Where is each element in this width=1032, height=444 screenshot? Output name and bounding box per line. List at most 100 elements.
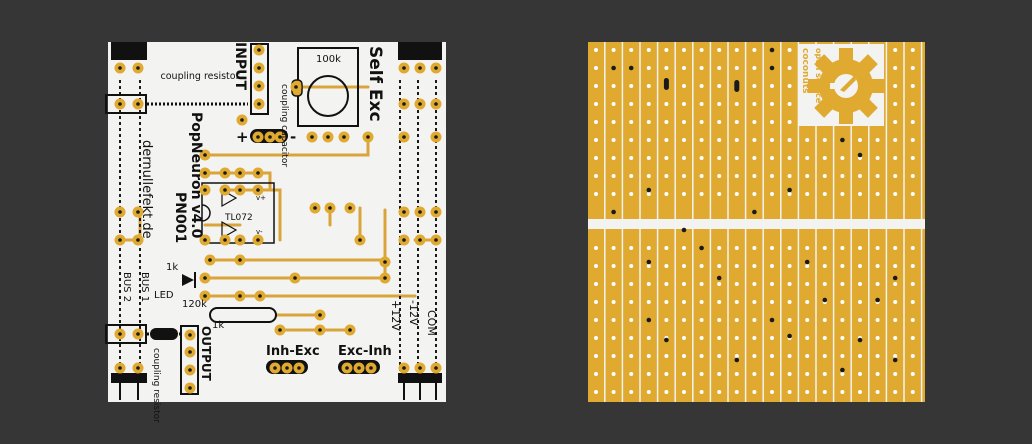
strip-hole bbox=[787, 354, 792, 358]
strip-hole bbox=[594, 264, 598, 268]
strip-hole bbox=[787, 318, 792, 322]
pad-drill bbox=[402, 135, 406, 139]
strip-hole bbox=[664, 138, 669, 142]
pad-drill bbox=[402, 210, 406, 214]
strip-hole bbox=[787, 174, 792, 178]
strip-hole bbox=[611, 390, 616, 394]
strip-hole bbox=[629, 102, 634, 106]
solder-point bbox=[769, 317, 775, 323]
strip-hole bbox=[646, 282, 651, 286]
strip-hole bbox=[699, 390, 704, 394]
strip-hole bbox=[858, 300, 862, 304]
front-board: INPUT Self Exc 100k coupling resistor co… bbox=[105, 42, 446, 423]
bus-header-top bbox=[111, 42, 147, 60]
strip-hole bbox=[822, 354, 827, 358]
strip-hole bbox=[787, 84, 792, 88]
strip-hole bbox=[664, 66, 669, 70]
strip-hole bbox=[840, 336, 845, 340]
pad-drill bbox=[434, 366, 438, 370]
strip-hole bbox=[594, 66, 598, 70]
strip-hole bbox=[752, 318, 757, 322]
pad-drill bbox=[118, 366, 122, 370]
strip-hole bbox=[699, 120, 704, 124]
led-label: LED bbox=[154, 290, 174, 301]
strip-hole bbox=[629, 84, 634, 88]
strip-hole bbox=[682, 138, 686, 142]
product-title-label: PopNeuron v4.0 bbox=[188, 112, 204, 239]
strip-hole bbox=[910, 246, 915, 250]
strip-hole bbox=[858, 354, 862, 358]
strip-hole bbox=[910, 84, 915, 88]
pad-drill bbox=[136, 238, 140, 242]
strip-hole bbox=[629, 318, 634, 322]
pad-drill bbox=[402, 366, 406, 370]
ic-label: TL072 bbox=[224, 213, 253, 223]
pad-drill bbox=[326, 135, 330, 139]
solder-point bbox=[857, 337, 863, 343]
strip-hole bbox=[611, 192, 616, 196]
strip-hole bbox=[858, 372, 862, 376]
strip-hole bbox=[717, 84, 722, 88]
pad-drill bbox=[238, 258, 242, 262]
pad-drill bbox=[188, 333, 192, 337]
r120k-label: 120k bbox=[182, 299, 207, 310]
strip-hole bbox=[699, 264, 704, 268]
pad-drill bbox=[238, 294, 242, 298]
power-header-top bbox=[398, 42, 442, 60]
strip-hole bbox=[875, 336, 880, 340]
solder-point bbox=[681, 227, 687, 233]
pad-drill bbox=[418, 366, 422, 370]
plus-label: + bbox=[236, 128, 249, 146]
pad-drill bbox=[278, 328, 282, 332]
front-board-substrate bbox=[108, 42, 446, 402]
strip-hole bbox=[699, 192, 704, 196]
strip-hole bbox=[822, 336, 827, 340]
strip-hole bbox=[734, 48, 739, 52]
strip-hole bbox=[893, 120, 898, 124]
strip-hole bbox=[594, 174, 598, 178]
strip-hole bbox=[840, 354, 845, 358]
gear-icon bbox=[808, 48, 884, 124]
strip-hole bbox=[734, 138, 739, 142]
trace-cut bbox=[734, 80, 740, 92]
strip-hole bbox=[840, 300, 845, 304]
pad-drill bbox=[268, 135, 272, 139]
pad-drill bbox=[203, 276, 207, 280]
strip-hole bbox=[822, 264, 827, 268]
strip-hole bbox=[893, 390, 898, 394]
inh-exc-label: Inh-Exc bbox=[266, 344, 320, 359]
strip-hole bbox=[629, 264, 634, 268]
strip-hole bbox=[752, 192, 757, 196]
strip-hole bbox=[717, 102, 722, 106]
strip-hole bbox=[910, 336, 915, 340]
strip-hole bbox=[629, 138, 634, 142]
strip-hole bbox=[787, 390, 792, 394]
strip-hole bbox=[717, 66, 722, 70]
pad-drill bbox=[256, 238, 260, 242]
strip-hole bbox=[611, 246, 616, 250]
strip-hole bbox=[629, 354, 634, 358]
strip-hole bbox=[629, 156, 634, 160]
strip-hole bbox=[910, 318, 915, 322]
pad-drill bbox=[257, 48, 261, 52]
strip-hole bbox=[682, 354, 686, 358]
strip-hole bbox=[664, 120, 669, 124]
resistor-1k-body bbox=[209, 307, 277, 323]
strip-hole bbox=[594, 372, 598, 376]
strip-hole bbox=[770, 84, 774, 88]
pad-drill bbox=[348, 328, 352, 332]
solder-point bbox=[734, 357, 740, 363]
strip-hole bbox=[734, 264, 739, 268]
led-symbol-icon bbox=[182, 274, 194, 286]
strip-hole bbox=[682, 246, 686, 250]
strip-hole bbox=[611, 318, 616, 322]
strip-hole bbox=[594, 282, 598, 286]
strip-hole bbox=[646, 120, 651, 124]
strip-hole bbox=[611, 264, 616, 268]
strip-hole bbox=[682, 372, 686, 376]
strip-hole bbox=[646, 102, 651, 106]
pad-drill bbox=[278, 135, 282, 139]
output-header bbox=[180, 325, 199, 395]
pad-drill bbox=[223, 171, 227, 175]
strip-hole bbox=[699, 300, 704, 304]
